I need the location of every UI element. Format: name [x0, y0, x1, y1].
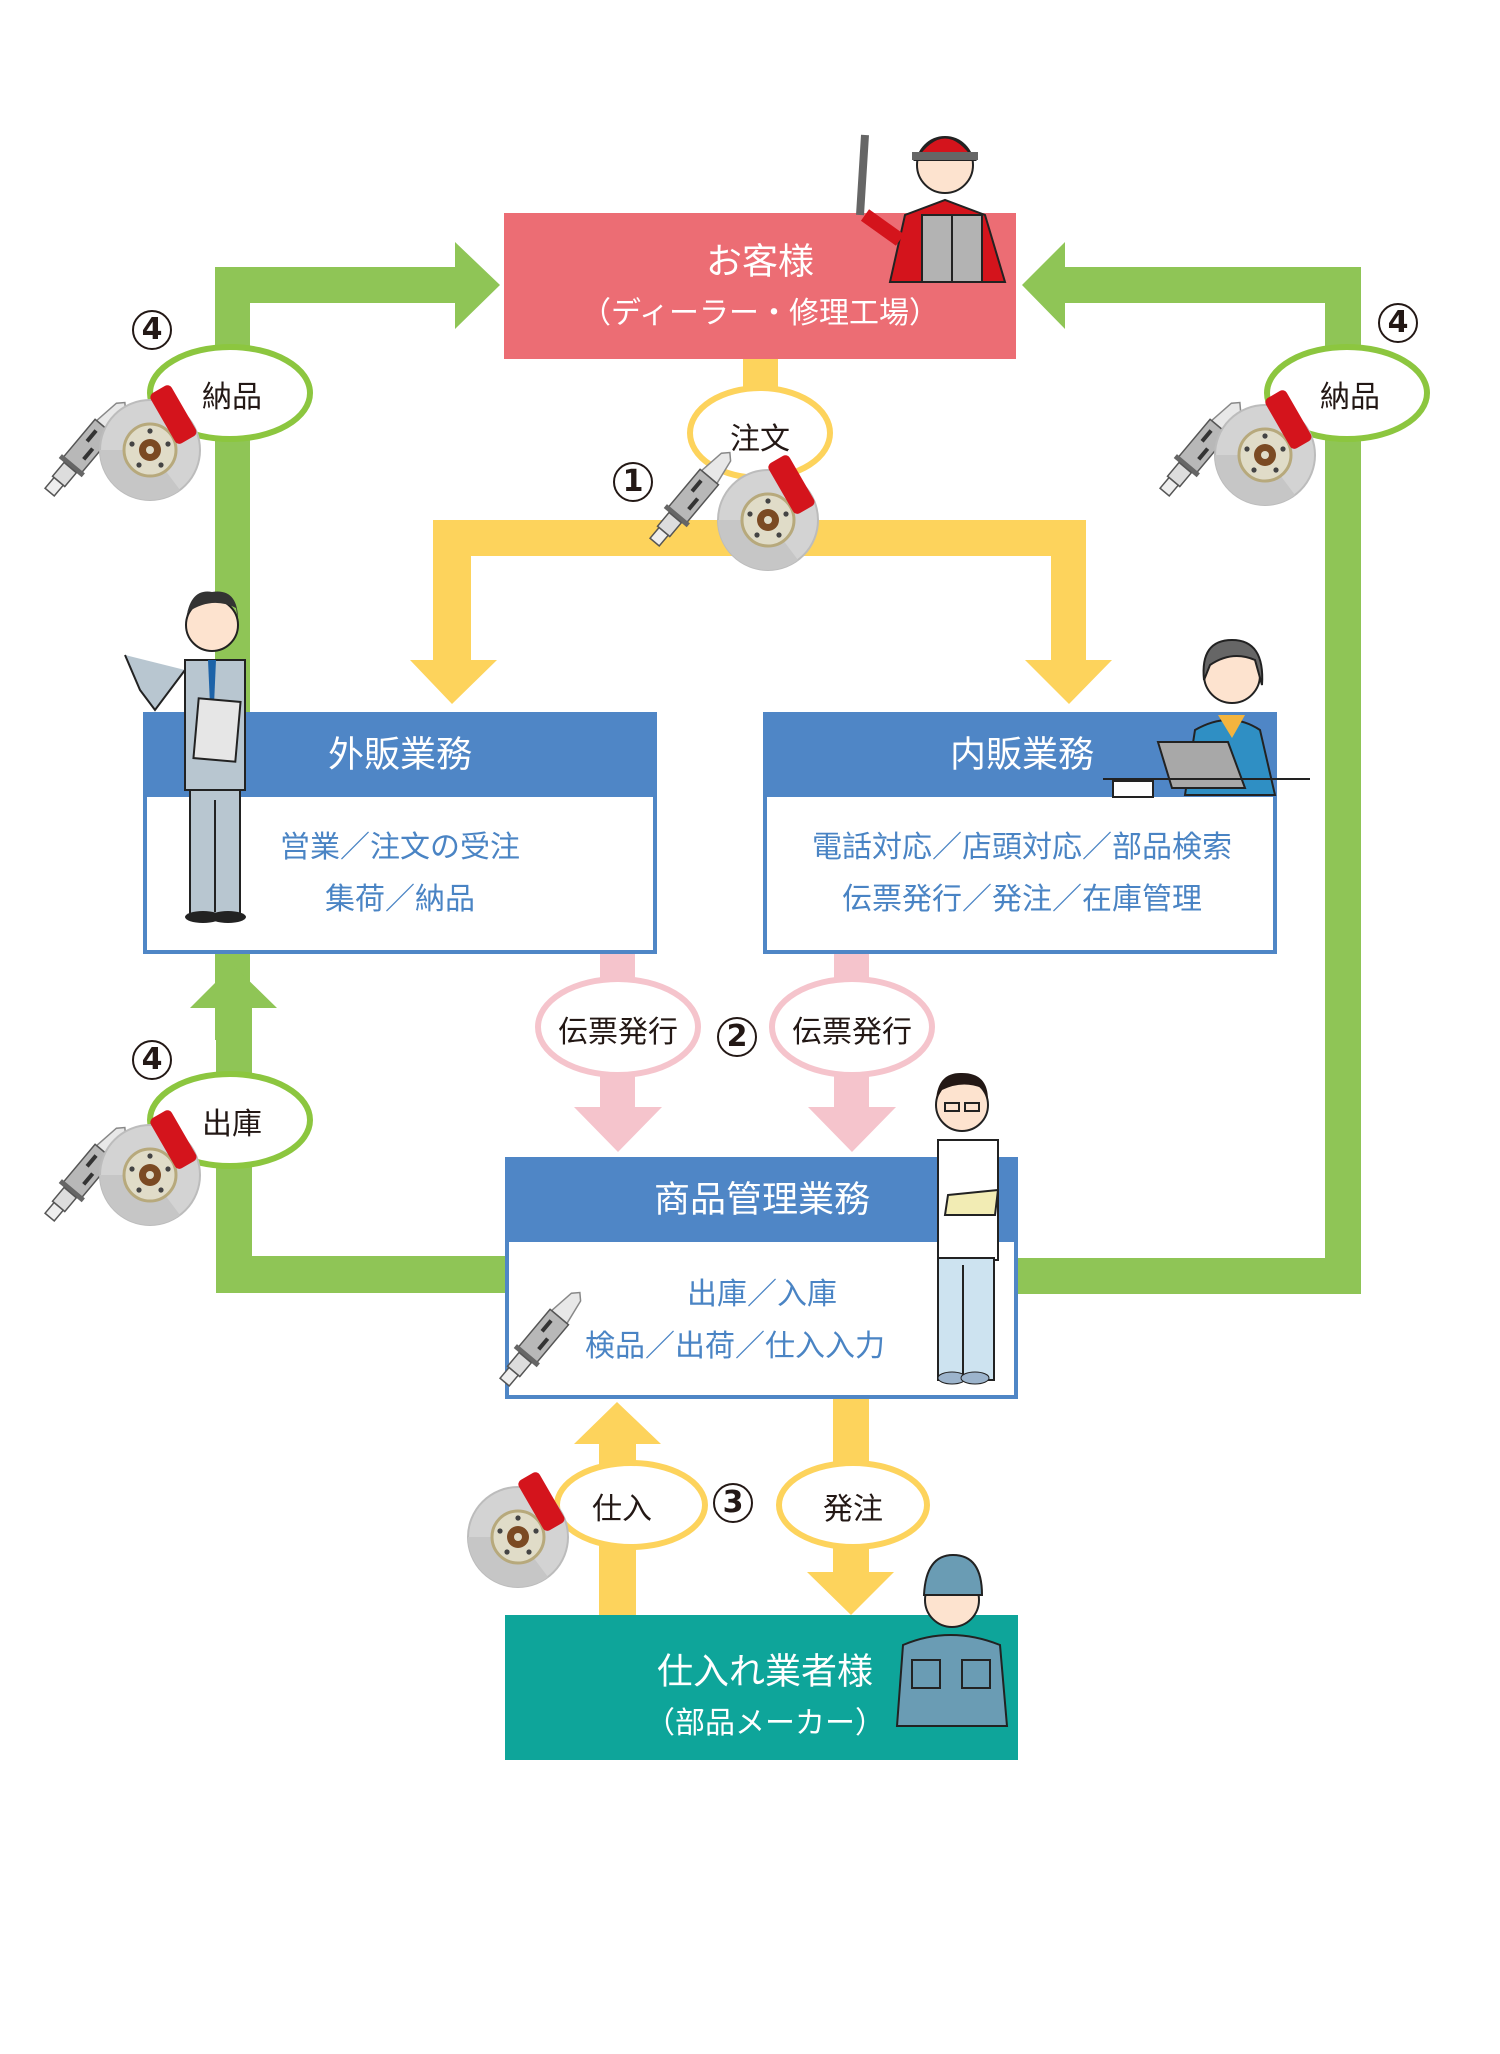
inside-sales-title: 内販業務	[949, 734, 1095, 776]
supplier-title: 仕入れ業者様	[656, 1651, 874, 1693]
outside-sales-title: 外販業務	[327, 734, 473, 776]
step-4-marker-left-bottom: 4	[132, 1040, 172, 1080]
brake-disc-icon-purchase	[466, 1468, 570, 1589]
label-order: 注文	[730, 422, 790, 457]
step-4-marker-left-top: 4	[132, 310, 172, 350]
green-flow-left-bottom	[190, 965, 505, 1293]
customer-title: お客様	[705, 241, 815, 283]
parts-icon-delivery-right	[1152, 386, 1317, 507]
inside-sales-rep-illustration	[1103, 638, 1310, 798]
inventory-line-1: 出庫／入庫	[687, 1277, 837, 1312]
inventory-line-2: 検品／出荷／仕入入力	[585, 1329, 885, 1364]
inventory-title: 商品管理業務	[653, 1179, 871, 1221]
oval-voucher-right	[769, 976, 935, 1078]
outside-sales-line-2: 集荷／納品	[325, 882, 475, 917]
step-4-marker-right-top: 4	[1378, 303, 1418, 343]
sales-rep-illustration	[124, 591, 246, 923]
supplier-worker-illustration	[895, 1553, 1009, 1727]
green-flow-left-top	[215, 242, 500, 1040]
parts-icon-delivery-left	[37, 381, 202, 503]
inside-sales-line-2: 伝票発行／発注／在庫管理	[842, 882, 1202, 917]
label-purchase: 仕入	[592, 1492, 652, 1527]
step-1-marker: 1	[613, 462, 653, 502]
oval-place-order	[776, 1460, 930, 1550]
label-voucher-left: 伝票発行	[558, 1015, 678, 1050]
customer-subtitle: （ディーラー・修理工場）	[581, 296, 939, 331]
oval-voucher-left	[535, 976, 701, 1078]
warehouse-staff-illustration	[935, 1072, 1000, 1385]
mechanic-illustration	[856, 134, 1007, 283]
label-delivery-right: 納品	[1320, 380, 1380, 415]
supplier-subtitle: （部品メーカー）	[645, 1706, 885, 1741]
step-3-marker: 3	[713, 1483, 753, 1523]
parts-icon-shipping	[37, 1106, 202, 1228]
inventory-box	[505, 1157, 1018, 1399]
oval-delivery-right	[1264, 344, 1430, 442]
outside-sales-line-1: 営業／注文の受注	[280, 830, 520, 865]
label-delivery-left: 納品	[202, 380, 262, 415]
label-place-order: 発注	[823, 1492, 883, 1527]
label-shipping: 出庫	[202, 1107, 262, 1142]
inside-sales-line-1: 電話対応／店頭対応／部品検索	[812, 830, 1232, 865]
label-voucher-right: 伝票発行	[792, 1015, 912, 1050]
oval-shipping	[147, 1071, 313, 1169]
oval-delivery-left	[147, 344, 313, 442]
step-2-marker: 2	[717, 1017, 757, 1057]
